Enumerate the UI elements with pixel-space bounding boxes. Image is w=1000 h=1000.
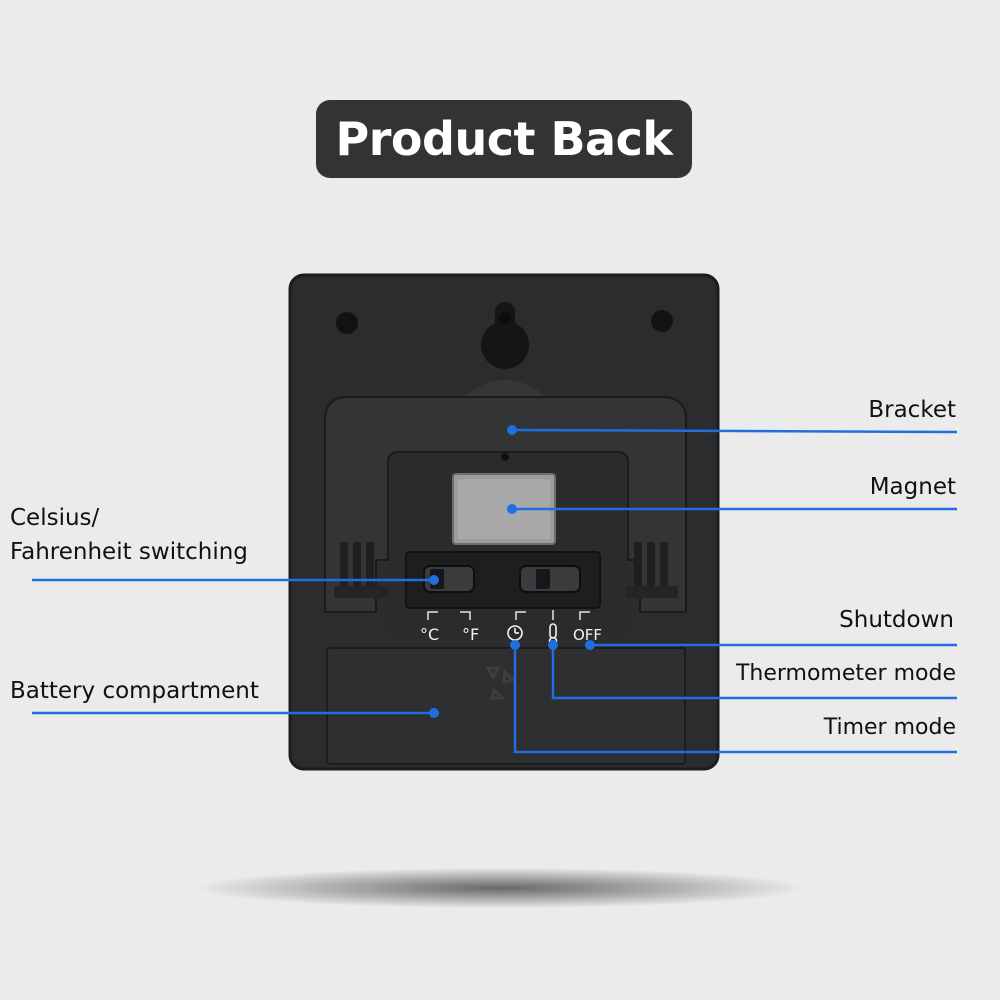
fahrenheit-mark: °F bbox=[462, 625, 479, 644]
mode-switch[interactable] bbox=[519, 565, 581, 593]
label-timer-mode: Timer mode bbox=[823, 715, 956, 740]
label-celsius-line2: Fahrenheit switching bbox=[10, 539, 248, 565]
device-shadow bbox=[200, 868, 800, 908]
label-bracket: Bracket bbox=[868, 397, 956, 423]
bracket-clip-left bbox=[334, 542, 388, 598]
celsius-fahrenheit-switch[interactable] bbox=[423, 565, 475, 593]
bracket-stand bbox=[324, 396, 687, 613]
switch-position-marks bbox=[427, 610, 590, 620]
bracket-clip-right bbox=[624, 542, 678, 598]
bracket-pin bbox=[501, 453, 509, 461]
label-shutdown: Shutdown bbox=[839, 607, 954, 633]
label-battery-compartment: Battery compartment bbox=[10, 678, 259, 704]
celsius-mark: °C bbox=[420, 625, 439, 644]
keyhole-hanger bbox=[481, 302, 529, 369]
bracket-hinge bbox=[460, 380, 550, 400]
label-magnet: Magnet bbox=[869, 474, 956, 500]
title-badge: Product Back bbox=[316, 100, 692, 178]
page-title: Product Back bbox=[335, 112, 673, 166]
off-mark: OFF bbox=[573, 626, 602, 644]
battery-door[interactable] bbox=[326, 647, 686, 765]
screw-hole-right bbox=[651, 310, 673, 332]
screw-hole-left bbox=[336, 312, 358, 334]
label-thermometer-mode: Thermometer mode bbox=[735, 661, 956, 686]
recycle-emboss-icon bbox=[485, 666, 516, 700]
label-celsius-line1: Celsius/ bbox=[10, 505, 100, 531]
